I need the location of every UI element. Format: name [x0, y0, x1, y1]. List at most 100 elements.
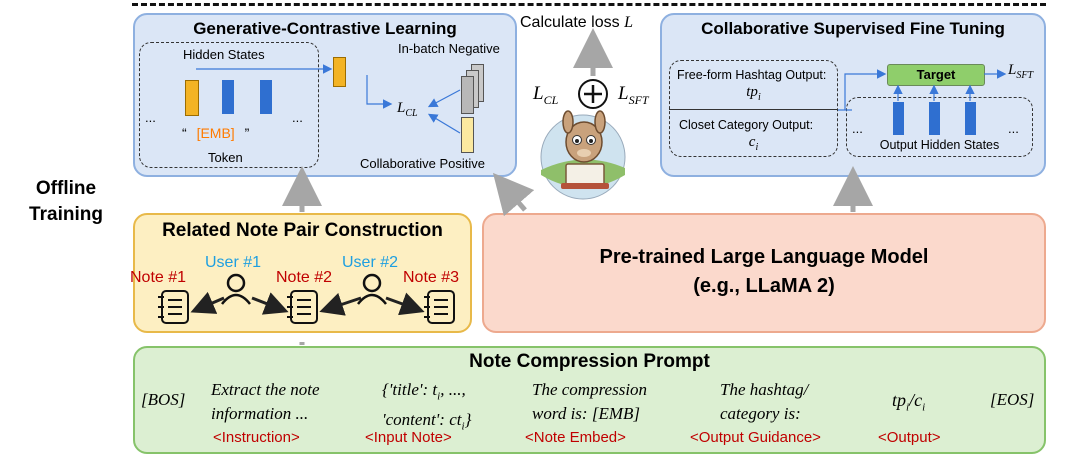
- ncp-input-note-line2: 'content': cti}: [382, 408, 471, 438]
- ncp-label-note-embed: <Note Embed>: [525, 429, 626, 446]
- ncp-input-title-rest: , ...,: [440, 380, 466, 399]
- gcl-token-label: Token: [208, 150, 243, 165]
- ncp-panel: [133, 346, 1046, 454]
- gcl-bar-1: [185, 80, 199, 116]
- csft-divider: [669, 109, 838, 110]
- ncp-instruction-text: Extract the note information ...: [211, 378, 320, 426]
- csft-bar-2: [929, 102, 940, 135]
- ncp-note-embed-line2: word is: [EMB]: [532, 404, 640, 423]
- ncp-input-title: {'title': t: [382, 380, 438, 399]
- csft-loss-symbol: L: [1008, 62, 1017, 78]
- center-l-cl: LCL: [533, 83, 558, 108]
- center-l-sft-subscript: SFT: [628, 92, 649, 107]
- csft-hashtag-symbol: tp: [746, 84, 758, 100]
- llm-title-line2: (e.g., LLaMA 2): [693, 275, 835, 297]
- center-l-cl-symbol: L: [533, 83, 544, 104]
- gcl-bar-3: [260, 80, 272, 114]
- ncp-note-embed-line1: The compression: [532, 380, 648, 399]
- gcl-ellipsis-left: ...: [145, 110, 156, 125]
- person-icon: [357, 273, 387, 305]
- rnpc-note2-label: Note #2: [276, 269, 333, 286]
- gcl-title: Generative-Contrastive Learning: [193, 19, 457, 38]
- rnpc-arrows: [190, 291, 425, 316]
- csft-category-var: ci: [669, 134, 838, 153]
- csft-hashtag-subscript: i: [757, 92, 761, 103]
- ncp-input-content: 'content': ct: [382, 410, 462, 430]
- csft-arrows: [838, 69, 1007, 111]
- ncp-output-text: tpi/ci: [892, 390, 925, 414]
- ncp-output-tp-sub: i: [906, 401, 910, 414]
- rnpc-user1-label: User #1: [205, 254, 262, 271]
- csft-loss-subscript: SFT: [1016, 70, 1034, 81]
- ncp-output-tp: tp: [892, 390, 907, 410]
- ncp-label-output-guidance: <Output Guidance>: [690, 429, 821, 446]
- csft-bar-1: [893, 102, 904, 135]
- rnpc-user2-label: User #2: [342, 254, 399, 271]
- csft-bar-3: [965, 102, 976, 135]
- gcl-loss-cl: LCL: [397, 100, 418, 119]
- csft-hashtag-var: tpi: [669, 84, 838, 103]
- gcl-emb-bar: [333, 57, 346, 87]
- arrow-llm-to-gcl: [492, 172, 535, 217]
- csft-loss-sft: LSFT: [1008, 62, 1033, 81]
- gcl-token-close-quote: ”: [244, 125, 250, 141]
- rnpc-title: Related Note Pair Construction: [162, 220, 443, 241]
- notebook-icon: [158, 290, 189, 324]
- gcl-bar-2: [222, 80, 234, 114]
- center-l-cl-subscript: CL: [543, 92, 559, 107]
- ncp-output-guidance-text: The hashtag/ category is:: [720, 378, 808, 426]
- ncp-instruction-line1: Extract the note: [211, 380, 320, 399]
- training-label: Training: [29, 204, 103, 225]
- top-dashed-divider: [132, 3, 1046, 6]
- ncp-output-c: /c: [909, 390, 923, 410]
- ncp-input-note-line1: {'title': ti, ...,: [382, 378, 471, 408]
- calc-loss-var: L: [624, 14, 633, 31]
- ncp-output-guidance-line1: The hashtag/: [720, 380, 809, 399]
- gcl-token-text: “ [EMB] ”: [182, 125, 249, 141]
- rnpc-note1-label: Note #1: [130, 269, 187, 286]
- gcl-loss-symbol: L: [397, 100, 406, 116]
- csft-title: Collaborative Supervised Fine Tuning: [701, 19, 1005, 38]
- notebook-icon: [287, 290, 318, 324]
- ncp-title: Note Compression Prompt: [469, 351, 710, 372]
- ncp-note-embed-text: The compression word is: [EMB]: [532, 378, 647, 426]
- person-icon: [221, 273, 251, 305]
- ncp-input-content-close: }: [464, 410, 472, 430]
- csft-category-subscript: i: [755, 142, 759, 153]
- gcl-in-batch-negative-label: In-batch Negative: [398, 41, 500, 56]
- center-l-sft: LSFT: [618, 83, 649, 108]
- gcl-loss-subscript: CL: [405, 108, 418, 119]
- ncp-instruction-line2: information ...: [211, 404, 309, 423]
- offline-training-label: Offline Training: [14, 176, 118, 228]
- gcl-hidden-states-label: Hidden States: [183, 47, 265, 62]
- plus-circle-icon: [578, 79, 608, 109]
- csft-category-symbol: c: [748, 134, 756, 150]
- ncp-output-c-sub: i: [922, 401, 926, 414]
- ncp-eos: [EOS]: [990, 390, 1035, 409]
- ncp-output-guidance-line2: category is:: [720, 404, 801, 423]
- csft-output-box: [669, 60, 838, 157]
- llm-title-line1: Pre-trained Large Language Model: [599, 246, 929, 268]
- gcl-emb-token: [EMB]: [196, 125, 235, 141]
- gcl-negative-stack-1: [461, 76, 474, 114]
- ncp-label-output: <Output>: [878, 429, 941, 446]
- rnpc-note3-label: Note #3: [403, 269, 460, 286]
- gcl-positive-bar: [461, 117, 474, 153]
- llm-panel: [482, 213, 1046, 333]
- offline-label: Offline: [35, 178, 97, 199]
- calc-loss-text: Calculate loss: [520, 14, 620, 31]
- gcl-collab-positive-label: Collaborative Positive: [360, 156, 486, 171]
- gcl-token-box: [139, 42, 319, 168]
- gcl-ellipsis-right: ...: [292, 110, 303, 125]
- csft-category-label: Closet Category Output:: [679, 118, 814, 132]
- ncp-input-content-sub: i: [461, 420, 465, 433]
- ncp-input-note-text: {'title': ti, ..., 'content': cti}: [382, 378, 471, 439]
- ncp-input-title-sub: i: [437, 390, 441, 403]
- csft-hashtag-label: Free-form Hashtag Output:: [677, 68, 827, 82]
- gcl-token-open-quote: “: [182, 125, 187, 141]
- csft-hidden-states-box: [846, 97, 1033, 157]
- ncp-bos: [BOS]: [141, 390, 186, 409]
- ncp-label-instruction: <Instruction>: [213, 429, 300, 446]
- llama-mascot-icon: [540, 110, 626, 200]
- csft-output-hidden-label: Output Hidden States: [879, 138, 1000, 152]
